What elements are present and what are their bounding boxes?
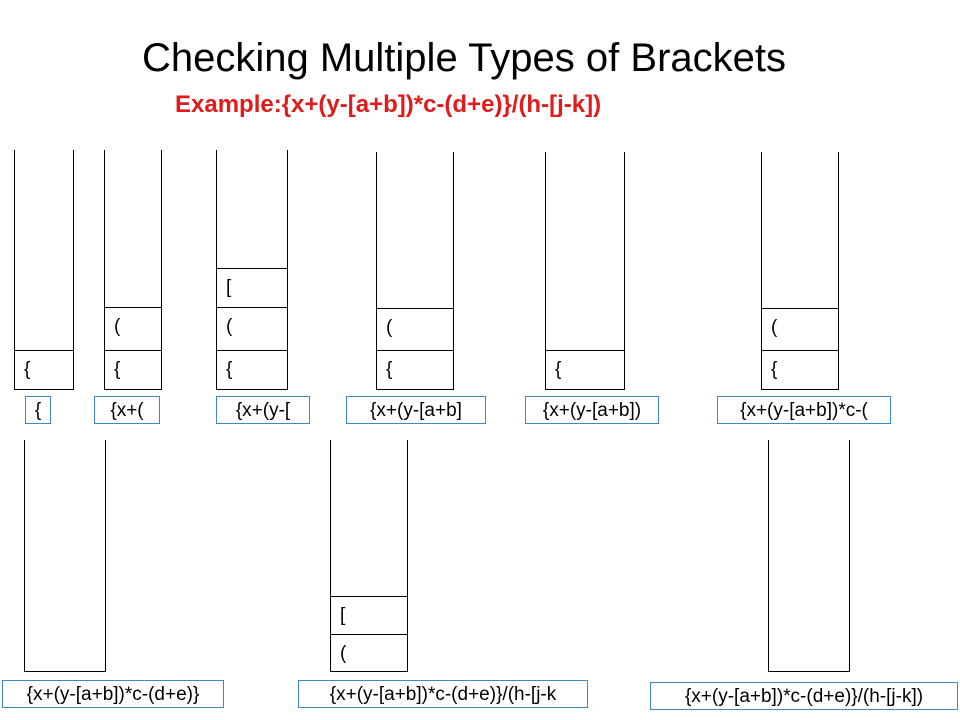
stack-cell: { (546, 350, 624, 390)
stack-cell-text: { (386, 359, 393, 380)
expression-label: {x+(y-[a+b] (346, 396, 486, 424)
stack-cell: ( (331, 634, 407, 672)
stack-cell: { (377, 350, 453, 390)
stack-step-1: { (14, 150, 74, 390)
stack-cell-text: [ (340, 605, 346, 626)
expression-label: {x+(y-[ (216, 396, 310, 424)
expression-label: {x+(y-[a+b]) (525, 396, 659, 424)
stack-cell: ( (105, 307, 161, 350)
stack-step-3: { ( [ (216, 150, 288, 390)
stack-step-4: { ( (376, 152, 454, 390)
stack-cell: [ (331, 596, 407, 634)
stack-cell: { (217, 350, 287, 390)
stack-cell-text: ( (340, 643, 347, 664)
stack-cell: { (762, 350, 838, 390)
stack-cell-text: { (24, 359, 31, 380)
stack-step-5: { (545, 152, 625, 390)
stack-cell-text: { (226, 359, 233, 380)
stack-cell-text: { (771, 359, 778, 380)
stack-cell: [ (217, 268, 287, 307)
stack-cell-text: ( (114, 316, 121, 337)
stack-cell-text: ( (226, 316, 233, 337)
stack-cell-text: ( (386, 317, 393, 338)
stack-cell-text: ( (771, 317, 778, 338)
stack-cell-text: [ (226, 277, 232, 298)
stack-cell: ( (377, 308, 453, 350)
expression-label: {x+( (94, 396, 160, 424)
stack-cell-text: { (114, 359, 121, 380)
stack-step-6: { ( (761, 152, 839, 390)
stack-cell-text: { (555, 359, 562, 380)
stack-cell: { (15, 350, 73, 390)
expression-label: {x+(y-[a+b])*c-(d+e)}/(h-[j-k (298, 680, 588, 708)
stack-step-8: ( [ (330, 440, 408, 672)
stack-step-2: { ( (104, 150, 162, 390)
slide-title: Checking Multiple Types of Brackets (141, 36, 786, 80)
stack-step-7 (24, 440, 106, 672)
expression-label: { (25, 396, 51, 424)
expression-label: {x+(y-[a+b])*c-(d+e)}/(h-[j-k]) (650, 682, 958, 710)
expression-label: {x+(y-[a+b])*c-(d+e)} (2, 680, 224, 708)
expression-label: {x+(y-[a+b])*c-( (717, 396, 891, 424)
stack-cell: ( (762, 308, 838, 350)
stack-step-9 (768, 440, 850, 672)
stack-cell: ( (217, 307, 287, 350)
example-expression: Example:{x+(y-[a+b])*c-(d+e)}/(h-[j-k]) (175, 91, 602, 118)
stack-cell: { (105, 350, 161, 390)
